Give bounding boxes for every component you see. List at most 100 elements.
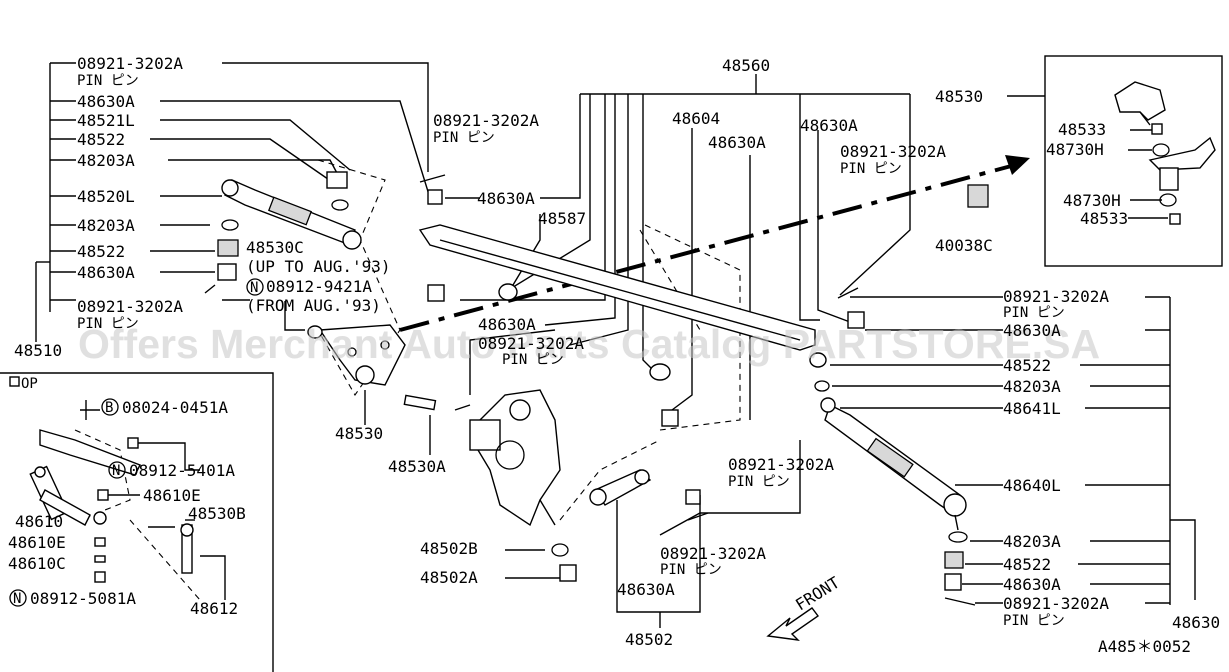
label-48610e: 48610E: [143, 486, 201, 505]
label-48530: 48530: [935, 87, 983, 106]
label-48203a: 48203A: [1003, 532, 1061, 551]
steering-gear-icon: [469, 389, 561, 527]
label-08921-3202a: 08921-3202A: [1003, 287, 1109, 306]
label-48533: 48533: [1080, 209, 1128, 228]
label-48203a: 48203A: [1003, 377, 1061, 396]
label-48630a: 48630A: [617, 580, 675, 599]
label-48630a: 48630A: [77, 263, 135, 282]
label-48730h: 48730H: [1046, 140, 1104, 159]
label-pin: PIN ピン: [660, 562, 722, 578]
label-08912-9421a: 08912-9421A: [266, 277, 372, 296]
label-48522: 48522: [1003, 555, 1051, 574]
watermark: Offers Merchant Auto Parts Catalog PARTS…: [78, 321, 1100, 367]
label-48530c: 48530C: [246, 238, 304, 257]
nut-marker-letter: N: [13, 591, 21, 607]
right-leader-lines: [830, 95, 1196, 605]
left-leader-lines: [35, 62, 431, 342]
label-48610e: 48610E: [8, 533, 66, 552]
label-48730h: 48730H: [1063, 191, 1121, 210]
label-48530b: 48530B: [188, 504, 246, 523]
label-48640l: 48640L: [1003, 476, 1061, 495]
label-48521l: 48521L: [77, 111, 135, 130]
label-08921-3202a: 08921-3202A: [840, 142, 946, 161]
label-pin: PIN ピン: [433, 130, 495, 146]
label-48530a: 48530A: [388, 457, 446, 476]
label-48630a: 48630A: [1003, 321, 1061, 340]
center-link: [418, 224, 816, 351]
label-48203a: 48203A: [77, 216, 135, 235]
op-label: OP: [21, 376, 38, 392]
label-08912-5401a: 08912-5401A: [129, 461, 235, 480]
bolt-marker-icon: [101, 398, 119, 416]
idler-arm-icon: [318, 324, 437, 411]
label-from-aug93: (FROM AUG.'93): [246, 296, 381, 315]
label-48604: 48604: [672, 109, 720, 128]
label-48522: 48522: [77, 242, 125, 261]
right-tie-rod: [820, 397, 967, 531]
label-48630a: 48630A: [477, 189, 535, 208]
tie-rod-icon: [221, 179, 362, 250]
label-08921-3202a: 08921-3202A: [1003, 594, 1109, 613]
label-08921-3202a: 08921-3202A: [77, 297, 183, 316]
nut-marker-letter: N: [112, 463, 120, 479]
label-48560: 48560: [722, 56, 770, 75]
lower-leader-lines: [80, 301, 801, 628]
label-08921-3202a: 08921-3202A: [660, 544, 766, 563]
op-box-marker: [9, 376, 20, 387]
label-pin: PIN ピン: [77, 316, 139, 332]
label-48203a: 48203A: [77, 151, 135, 170]
label-pin: PIN ピン: [840, 161, 902, 177]
label-48530: 48530: [335, 424, 383, 443]
label-up-to-aug93: (UP TO AUG.'93): [246, 257, 391, 276]
label-08921-3202a: 08921-3202A: [478, 334, 584, 353]
nut-marker-icon: [108, 461, 126, 479]
label-48612: 48612: [190, 599, 238, 618]
label-08921-3202a: 08921-3202A: [728, 455, 834, 474]
inset-idler-bracket: [1114, 81, 1216, 191]
label-48502: 48502: [625, 630, 673, 649]
label-48610c: 48610C: [8, 554, 66, 573]
cotter-pin-icon: [204, 174, 976, 606]
label-48533: 48533: [1058, 120, 1106, 139]
label-08024-0451a: 08024-0451A: [122, 398, 228, 417]
label-pin: PIN ピン: [728, 474, 790, 490]
label-48630: 48630: [1172, 613, 1220, 632]
label-48522: 48522: [77, 130, 125, 149]
label-48610: 48610: [15, 512, 63, 531]
label-48630a: 48630A: [800, 116, 858, 135]
front-arrow-icon: [766, 607, 819, 641]
label-pin: PIN ピン: [77, 73, 139, 89]
label-08921-3202a: 08921-3202A: [77, 54, 183, 73]
label-48587: 48587: [538, 209, 586, 228]
label-48630a: 48630A: [708, 133, 766, 152]
front-label: FRONT: [792, 573, 843, 615]
label-48502b: 48502B: [420, 539, 478, 558]
label-48630a: 48630A: [77, 92, 135, 111]
label-pin: PIN ピン: [502, 352, 564, 368]
label-48522: 48522: [1003, 356, 1051, 375]
op-damper-parts: [29, 400, 194, 583]
label-48641l: 48641L: [1003, 399, 1061, 418]
label-pin: PIN ピン: [1003, 613, 1065, 629]
nut-marker-icon: [9, 589, 27, 607]
label-40038c: 40038C: [935, 236, 993, 255]
label-48502a: 48502A: [420, 568, 478, 587]
direction-arrow: [399, 155, 1030, 332]
label-48630a: 48630A: [478, 315, 536, 334]
op-box: [0, 372, 274, 672]
drawing-code: A485＊0052: [1098, 637, 1191, 656]
dashed-outlines: [74, 159, 741, 601]
pitman-arm: [589, 469, 652, 506]
ball-joint-icon: [221, 143, 1177, 557]
inset-box: [1044, 55, 1223, 267]
bolt-marker-letter: B: [105, 400, 113, 416]
nut-marker-icon: [246, 278, 264, 296]
label-48510: 48510: [14, 341, 62, 360]
label-08921-3202a: 08921-3202A: [433, 111, 539, 130]
castle-nut-icon: [217, 123, 1181, 591]
label-48520l: 48520L: [77, 187, 135, 206]
label-pin: PIN ピン: [1003, 305, 1065, 321]
nut-marker-letter: N: [250, 280, 258, 296]
